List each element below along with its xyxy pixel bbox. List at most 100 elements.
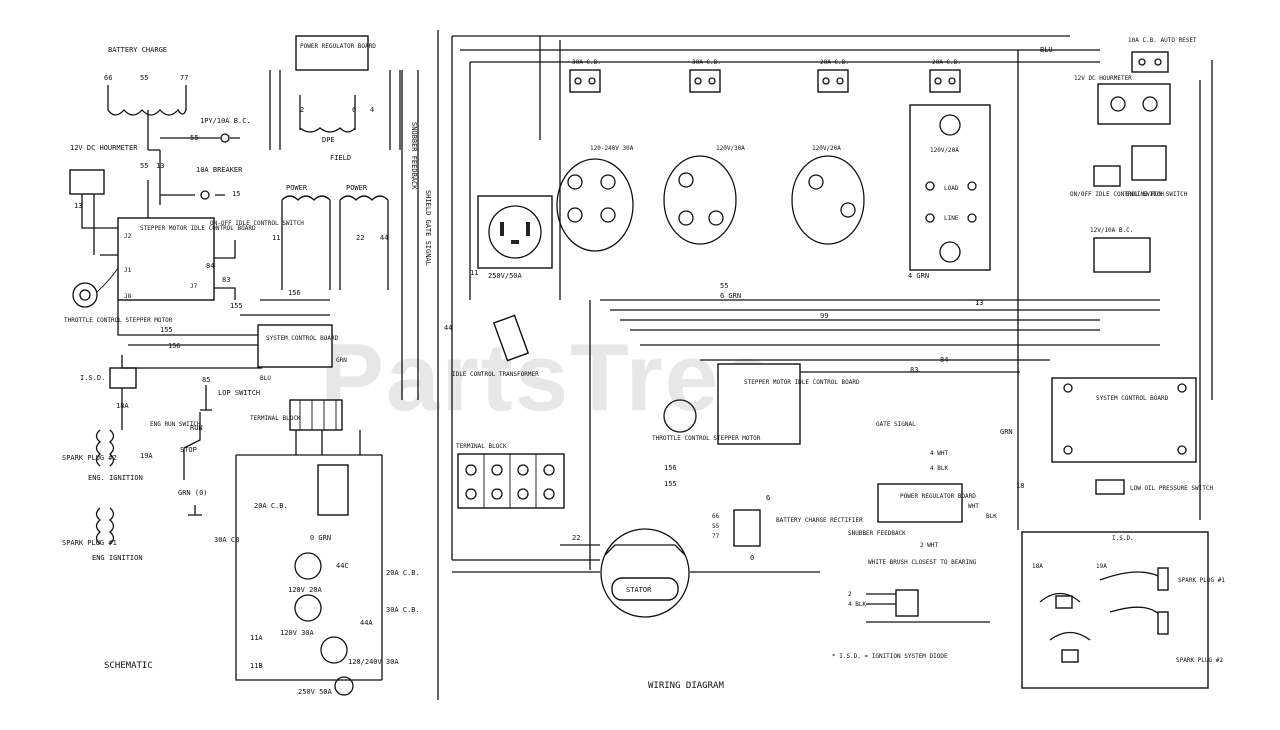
gfci-terminal	[925, 181, 935, 191]
power-reg-label: POWER REGULATOR BOARD	[300, 43, 376, 50]
wire-label: WHT	[968, 503, 979, 510]
breaker-30a	[569, 69, 601, 93]
wire-label: 4 BLK	[848, 601, 866, 608]
cb30-label: 30A C.B.	[572, 59, 601, 66]
stator	[600, 528, 690, 618]
receptacle-terminal	[808, 174, 824, 190]
wiring-lop-switch	[1095, 479, 1125, 495]
receptacle-slot	[511, 240, 519, 244]
hourmeter-label: 12V DC HOURMETER	[70, 144, 138, 152]
gate-signal-label: GATE SIGNAL	[876, 421, 916, 428]
battery-charge-label: BATTERY CHARGE	[108, 46, 167, 54]
top-bus	[452, 35, 1100, 63]
wire-label: 19A	[1096, 563, 1107, 570]
terminal-block-dividers	[299, 400, 337, 430]
watermark: PartsTree	[320, 324, 776, 431]
idle-switch-label: ON-OFF IDLE CONTROL SWITCH	[210, 220, 304, 227]
run-label: RUN	[190, 424, 203, 432]
wiring-idle-switch-label: ON/OFF IDLE CONTROL SWITCH	[1070, 191, 1164, 198]
wire-label: 55	[720, 282, 728, 290]
wire-label: 18A	[116, 402, 129, 410]
wiring-terminal-block	[457, 453, 565, 509]
stepper-board-label: STEPPER MOTOR IDLE CONTROL BOARD	[140, 225, 256, 232]
dpe-label: DPE	[322, 136, 335, 144]
outlet-120-240v	[320, 636, 348, 664]
brush-wires	[866, 593, 990, 623]
terminal-block-label: TERMINAL BLOCK	[250, 415, 301, 422]
hourmeter-terminal	[1142, 96, 1158, 112]
wiring-sys-ctrl-label: SYSTEM CONTROL BOARD	[1096, 395, 1169, 402]
receptacle-120v-30a-label: 120V/30A	[716, 145, 745, 152]
isd-label: I.S.D.	[80, 374, 105, 382]
power-regulator-board	[295, 35, 369, 71]
wire-label: 6	[766, 494, 770, 502]
idle-control-transformer	[492, 314, 530, 362]
wire-label: 44	[444, 324, 452, 332]
wire-label: 155	[230, 302, 243, 310]
terminal-screw	[465, 488, 477, 500]
wire-label: 11A	[250, 634, 263, 642]
receptacle-terminal	[600, 174, 616, 190]
battery-charge-rectifier	[733, 509, 761, 547]
board-mount	[1177, 383, 1187, 393]
power-reg-wires	[269, 70, 401, 150]
connector-label: J8	[124, 293, 132, 300]
shield-gate-label: SHIELD GATE SIGNAL	[424, 190, 432, 266]
lop-switch-label: LOP SWITCH	[218, 389, 260, 397]
wire-label: 11	[272, 234, 280, 242]
lop-switch	[200, 385, 212, 411]
receptacle-120v-30a	[663, 155, 737, 245]
wire-label: 19A	[140, 452, 153, 460]
power-windings	[281, 195, 389, 201]
ground-symbol	[188, 505, 202, 516]
vertical-harness	[451, 36, 1213, 570]
isd-note: * I.S.D. = IGNITION SYSTEM DIODE	[832, 653, 948, 660]
receptacle-250v	[477, 195, 553, 269]
wire-label: 156	[664, 464, 677, 472]
wiring-stepper-board-label: STEPPER MOTOR IDLE CONTROL BOARD	[744, 379, 860, 386]
wiring-cb-12v	[1093, 237, 1151, 273]
gfci-label: 120V/20A	[930, 147, 959, 154]
receptacle-terminal	[600, 207, 616, 223]
wiring-spark1-label: SPARK PLUG #1	[1178, 577, 1225, 584]
wire-label: 156	[288, 289, 301, 297]
breaker-30a-b	[689, 69, 721, 93]
breaker-label: 1PY/10A B.C.	[200, 117, 251, 125]
wire-label: 18	[1016, 482, 1024, 490]
wire-label: 6	[352, 106, 356, 114]
wire-label: 66	[104, 74, 112, 82]
wire-label: 83	[222, 276, 230, 284]
wire-label: 22	[572, 534, 580, 542]
stepper-wires	[100, 240, 236, 300]
wiring-lop-label: LOW OIL PRESSURE SWITCH	[1130, 485, 1213, 492]
receptacle-terminal	[840, 202, 856, 218]
terminal-screw	[491, 488, 503, 500]
brush-note: WHITE BRUSH CLOSEST TO BEARING	[868, 559, 977, 566]
run-switch	[183, 412, 201, 480]
wire-label: 11	[470, 269, 478, 277]
gfci-outlet-bottom	[939, 241, 961, 263]
breaker-20a-b	[929, 69, 961, 93]
terminal-block	[289, 399, 343, 431]
receptacle-120v-20a	[791, 155, 865, 245]
motor-wire	[96, 267, 119, 293]
terminal-screw	[465, 464, 477, 476]
eng-run-switch-label: ENG RUN SWITCH	[150, 421, 201, 428]
gfci-load-label: LOAD	[944, 185, 959, 192]
power-a-label: POWER	[286, 184, 308, 192]
board-wires	[117, 299, 330, 346]
hourmeter-leads	[81, 194, 95, 200]
wire-label: 13	[156, 162, 164, 170]
breaker-10a-auto-reset	[1131, 51, 1169, 73]
system-control-board	[257, 324, 333, 368]
wiring-engine-switch	[1131, 145, 1167, 181]
wire-label: 84	[206, 262, 214, 270]
cb20b-label: 20A C.B.	[386, 569, 420, 577]
schematic-title: SCHEMATIC	[104, 661, 153, 671]
terminal-screw	[491, 464, 503, 476]
cb30-label: 30A CB	[214, 536, 239, 544]
grn-label: GRN	[1000, 428, 1013, 436]
battery-rectifier-label: BATTERY CHARGE RECTIFIER	[776, 517, 863, 524]
ignition-module	[1061, 649, 1079, 663]
